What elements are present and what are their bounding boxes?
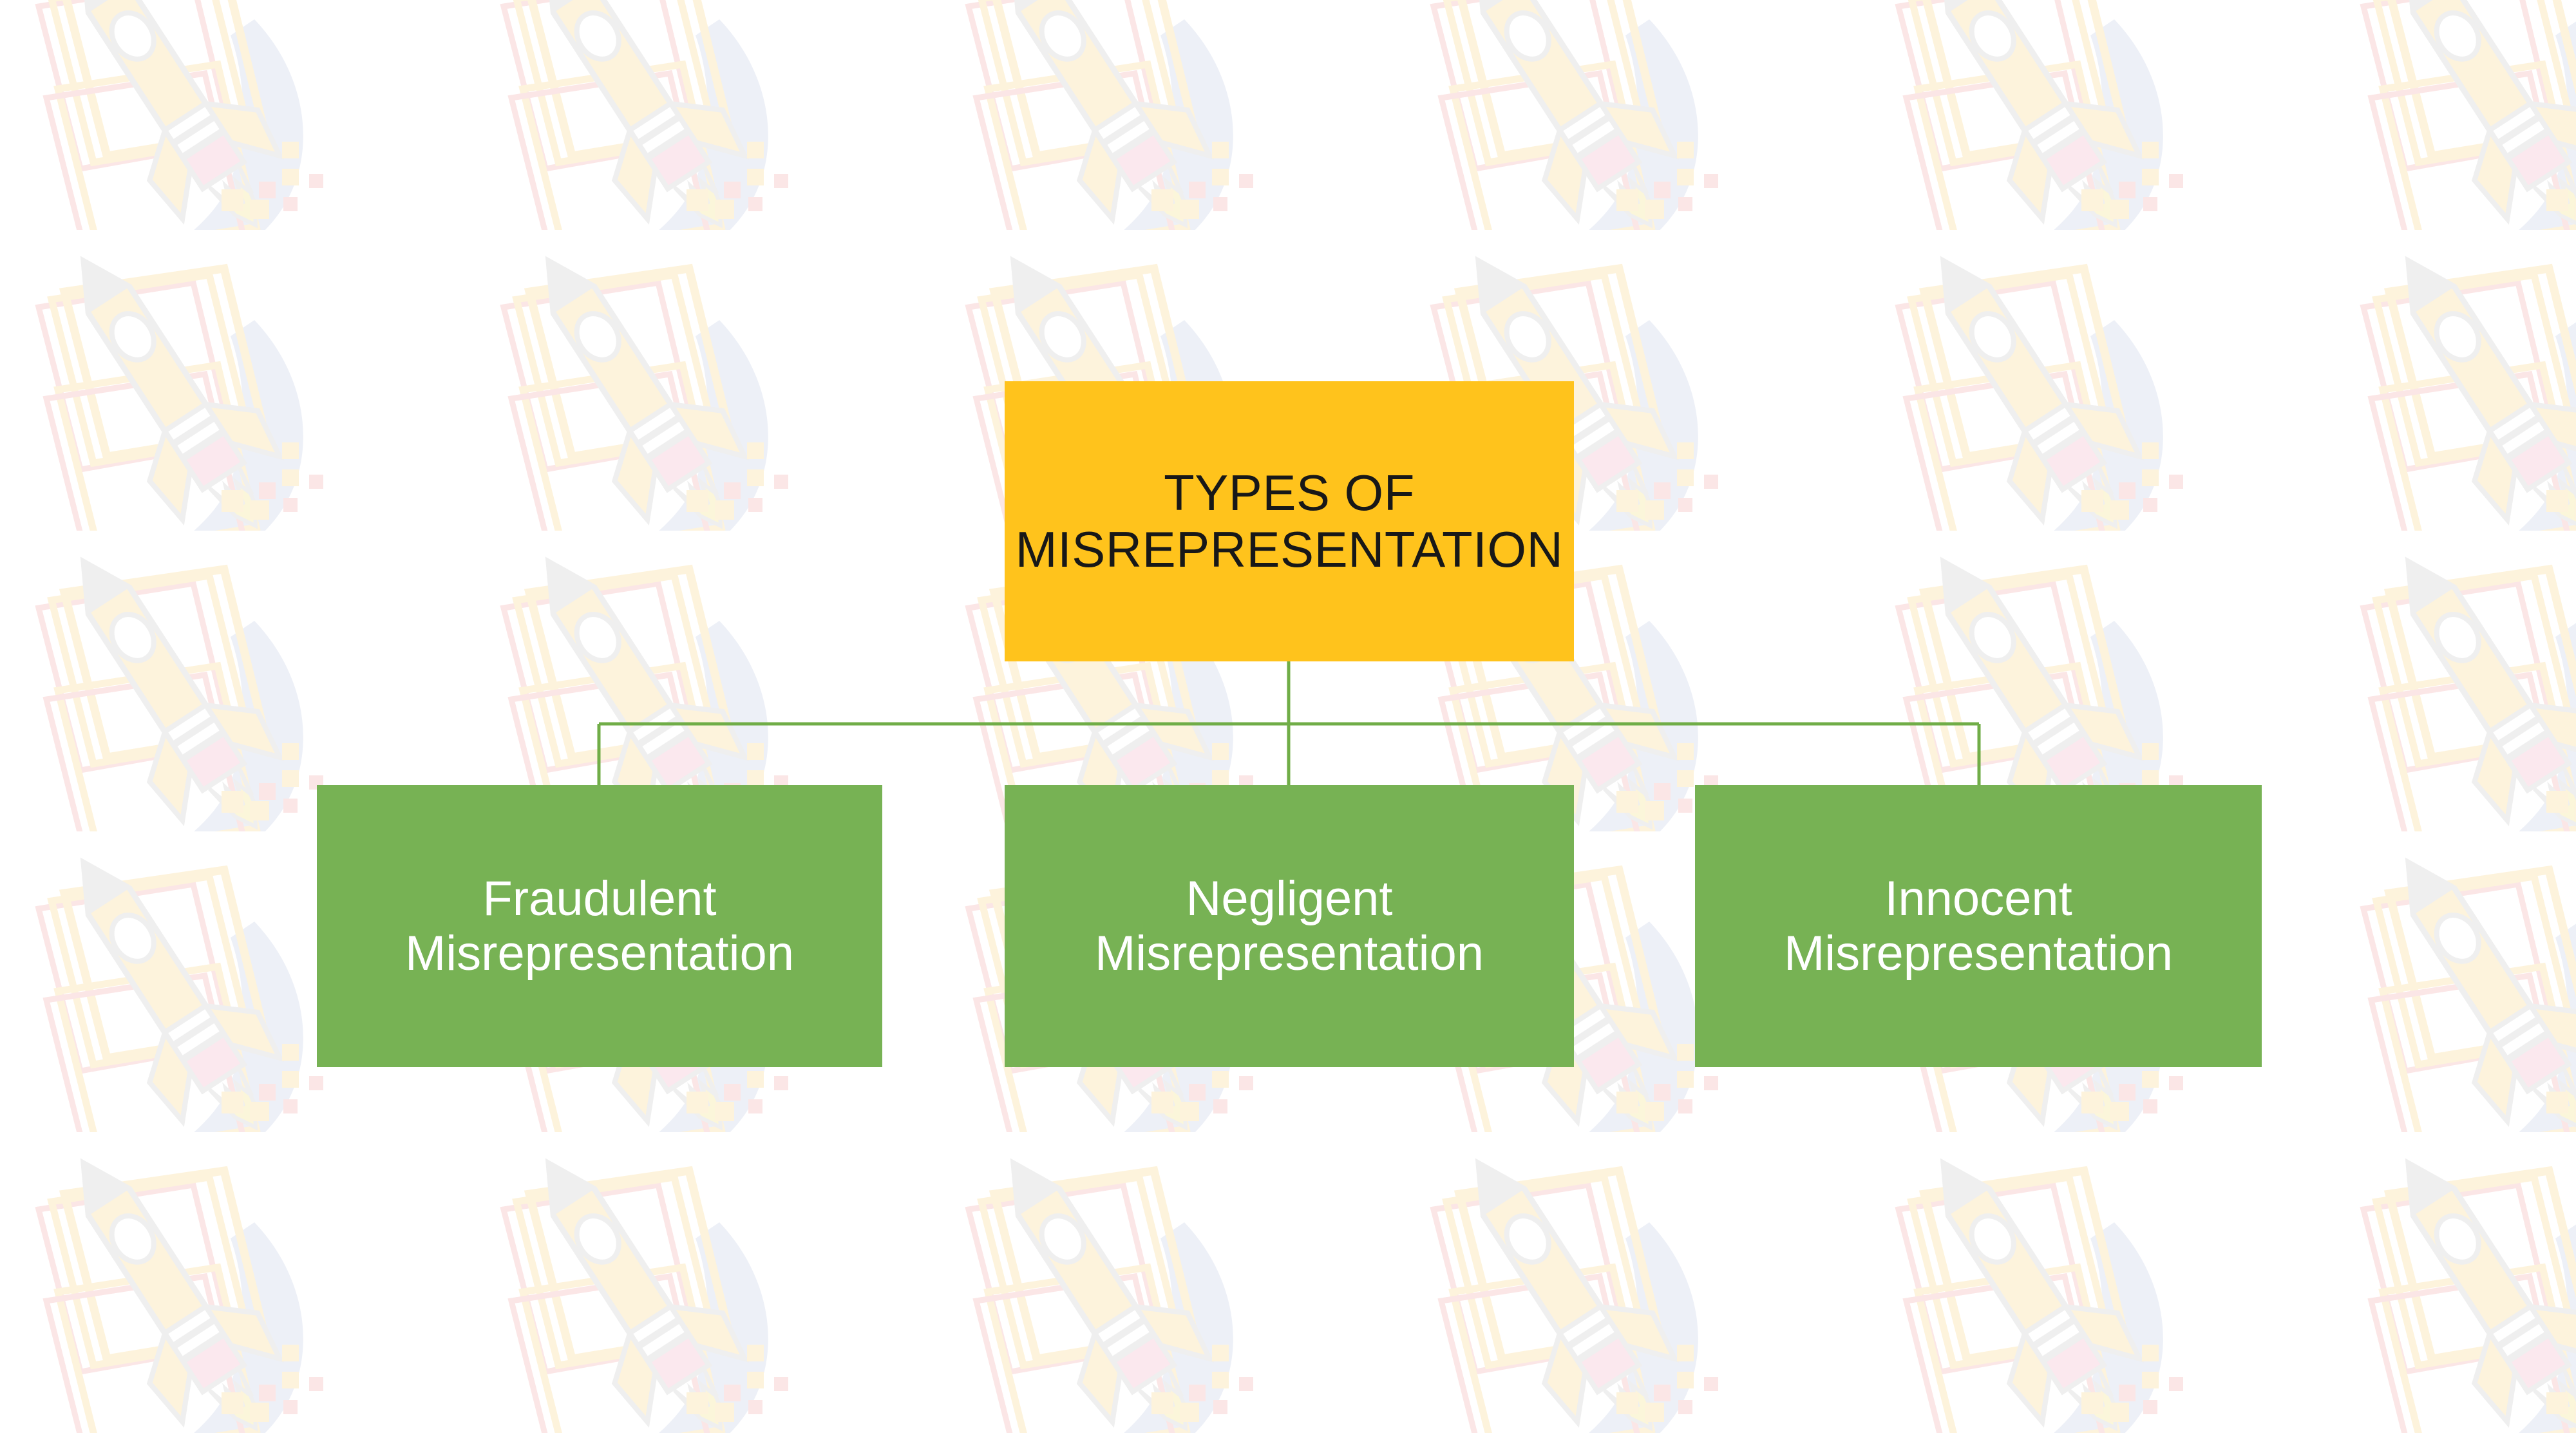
node-child-1-label: Fraudulent Misrepresentation bbox=[404, 871, 795, 981]
node-root-types-of-misrepresentation[interactable]: TYPES OF MISREPRESENTATION bbox=[1005, 381, 1574, 661]
node-child-3-label: Innocent Misrepresentation bbox=[1783, 871, 2174, 981]
node-child-negligent-misrepresentation[interactable]: Negligent Misrepresentation bbox=[1005, 785, 1574, 1067]
node-child-fraudulent-misrepresentation[interactable]: Fraudulent Misrepresentation bbox=[317, 785, 882, 1067]
node-root-label: TYPES OF MISREPRESENTATION bbox=[1015, 464, 1564, 578]
node-child-innocent-misrepresentation[interactable]: Innocent Misrepresentation bbox=[1695, 785, 2262, 1067]
node-child-2-label: Negligent Misrepresentation bbox=[1094, 871, 1484, 981]
